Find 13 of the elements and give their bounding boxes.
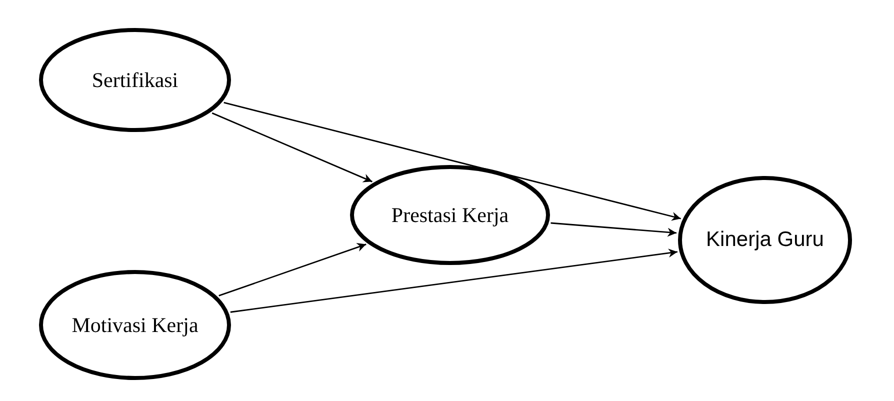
- arrow: [212, 112, 373, 182]
- ellipse-node: [678, 176, 852, 304]
- node-label: Prestasi Kerja: [391, 202, 509, 229]
- node-label: Motivasi Kerja: [72, 312, 198, 339]
- node-label: Kinerja Guru: [706, 226, 824, 253]
- arrow: [224, 102, 681, 221]
- arrow: [218, 243, 366, 296]
- ellipse-node: [39, 28, 231, 132]
- node-label: Sertifikasi: [92, 66, 178, 94]
- arrow: [550, 222, 677, 237]
- ellipse-node: [39, 270, 231, 380]
- ellipse-node: [350, 165, 550, 265]
- arrow: [230, 248, 678, 313]
